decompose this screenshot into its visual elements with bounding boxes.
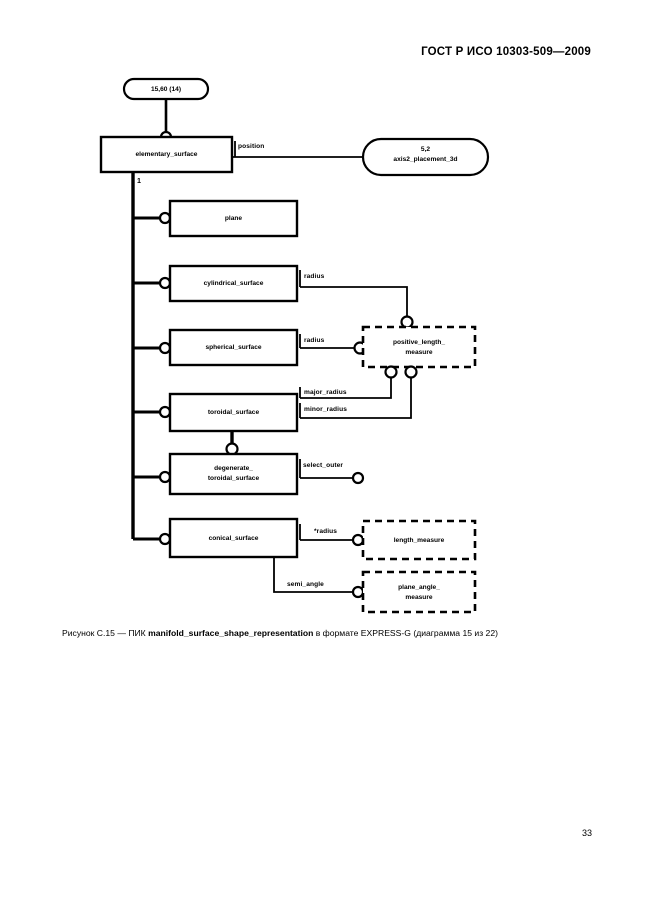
document-header: ГОСТ Р ИСО 10303-509—2009: [421, 46, 591, 58]
plane-angle-measure-label-1: plane_angle_: [398, 584, 440, 591]
connector-circle-plane: [158, 211, 172, 225]
toroidal-surface-label: toroidal_surface: [207, 409, 260, 416]
connector-circle-plm-bottom-2: [404, 365, 418, 379]
connector-circle-length-measure: [351, 533, 365, 547]
caption-prefix: Рисунок С.15 — ПИК: [62, 628, 149, 638]
connector-circle-toroidal: [158, 405, 172, 419]
connector-circle-spherical: [158, 341, 172, 355]
caption-entity: manifold_surface_shape_representation: [148, 628, 314, 638]
plane-label: plane: [224, 215, 243, 222]
attr-select-outer-label: select_outer: [303, 462, 344, 469]
supertype-branch-number: 1: [137, 176, 141, 185]
attr-radius-cyl-label: radius: [304, 273, 325, 280]
cylindrical-surface-box[interactable]: [168, 264, 299, 303]
elementary-surface-label: elementary_surface: [135, 151, 198, 158]
diagram-canvas: [99, 77, 490, 614]
degenerate-toroidal-surface-label-1: degenerate_: [214, 465, 253, 472]
page-number: 33: [581, 828, 592, 838]
attr-minor-radius-line: [300, 378, 412, 419]
attr-semi-angle-line: [273, 557, 353, 593]
connector-circle-plane-angle-measure: [351, 585, 365, 599]
degenerate-toroidal-surface-label-2: toroidal_surface: [207, 475, 260, 482]
connector-circle-degenerate: [158, 470, 172, 484]
attr-radius-sph-label: radius: [304, 337, 325, 344]
connector-circle-select-outer-end: [351, 471, 365, 485]
elementary-surface-box[interactable]: [99, 135, 234, 174]
spherical-surface-box[interactable]: [168, 328, 299, 367]
degenerate-toroidal-surface-box[interactable]: [168, 452, 299, 496]
positive-length-measure-label-1: positive_length_: [392, 339, 446, 346]
positive-length-measure-box[interactable]: [361, 325, 477, 369]
attr-radius-cyl-line: [300, 286, 408, 316]
positive-length-measure-label-2: measure: [405, 349, 433, 356]
axis2-placement-3d-ref: 5,2: [420, 146, 431, 153]
plane-box[interactable]: [168, 199, 299, 238]
axis2-placement-3d-label: axis2_placement_3d: [393, 156, 458, 163]
conical-surface-label: conical_surface: [208, 535, 259, 542]
connector-circle-plm-bottom-1: [384, 365, 398, 379]
plane-angle-measure-label-2: measure: [405, 594, 433, 601]
plane-angle-measure-box[interactable]: [361, 570, 477, 614]
attr-major-radius-label: major_radius: [304, 389, 347, 396]
axis2-placement-3d-shape[interactable]: [361, 137, 490, 177]
conical-surface-box[interactable]: [168, 517, 299, 559]
spherical-surface-label: spherical_surface: [205, 344, 262, 351]
toroidal-surface-box[interactable]: [168, 392, 299, 433]
cylindrical-surface-label: cylindrical_surface: [203, 280, 264, 287]
attr-semi-angle-label: semi_angle: [287, 581, 324, 588]
connector-circle-cylindrical: [158, 276, 172, 290]
caption-suffix: в формате EXPRESS-G (диаграмма 15 из 22): [313, 628, 498, 638]
attr-major-radius-line: [300, 378, 392, 399]
connector-circle-conical: [158, 532, 172, 546]
attr-radius-con-label: *radius: [314, 528, 338, 535]
attr-minor-radius-label: minor_radius: [304, 406, 347, 413]
page-ref-top-label: 15,60 (14): [150, 86, 182, 93]
express-g-diagram: 15,60 (14) elementary_surface position 5…: [99, 77, 490, 614]
length-measure-box[interactable]: [361, 519, 477, 561]
attr-position-label: position: [238, 143, 265, 150]
figure-caption: Рисунок С.15 — ПИК manifold_surface_shap…: [62, 627, 592, 639]
length-measure-label: length_measure: [393, 537, 445, 544]
